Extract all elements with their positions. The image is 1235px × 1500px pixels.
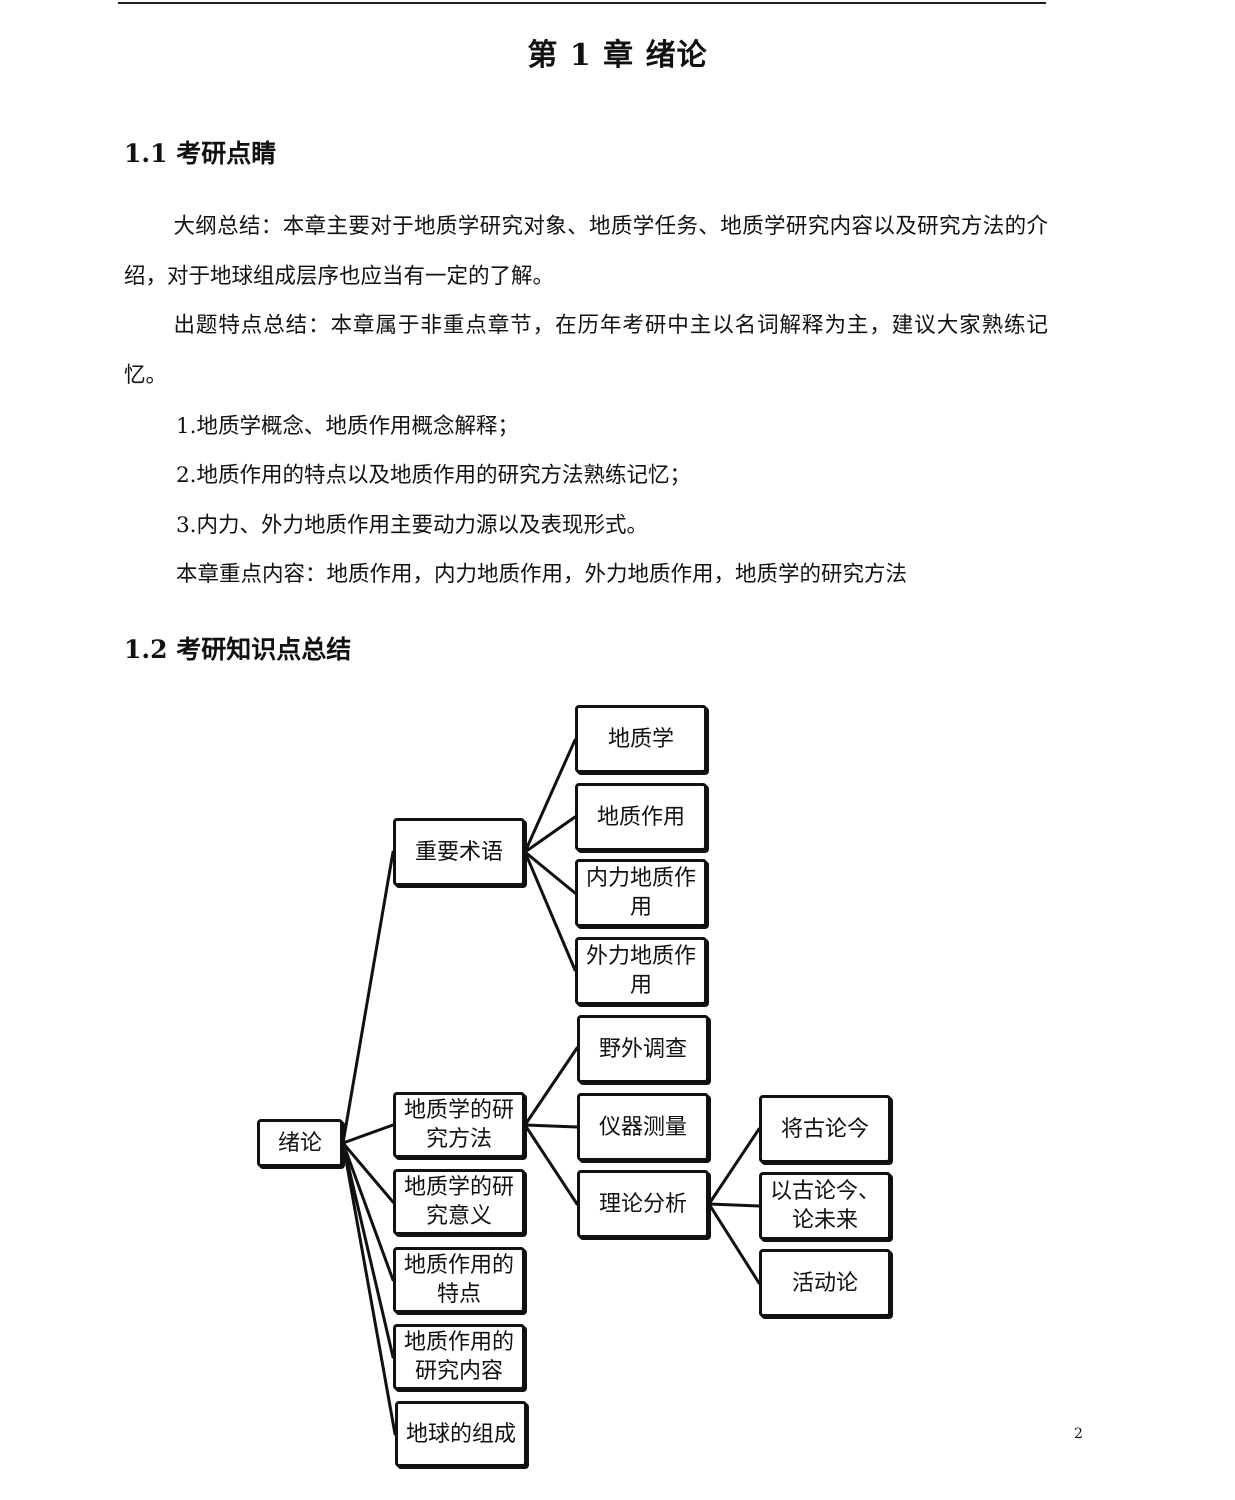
connector-methods-theory [523, 1123, 579, 1206]
node-research-significance: 地质学的研究意义 [393, 1169, 525, 1235]
connector-terms-geology [523, 738, 577, 854]
node-research-content: 地质作用的研究内容 [393, 1324, 525, 1390]
connector-root-features [341, 1141, 395, 1282]
connector-root-methods [341, 1123, 395, 1145]
connector-theory-past-future [707, 1202, 761, 1208]
node-instrument-measurement: 仪器测量 [577, 1093, 709, 1161]
node-important-terms: 重要术语 [393, 818, 525, 886]
section-title-1-1: 1.1 考研点睛 [124, 139, 277, 168]
list-item-3: 3.内力、外力地质作用主要动力源以及表现形式。 [176, 513, 649, 538]
paragraph-outline-summary: 大纲总结：本章主要对于地质学研究对象、地质学任务、地质学研究内容以及研究方法的介… [124, 214, 1048, 289]
node-root: 绪论 [257, 1119, 343, 1167]
list-item-1: 1.地质学概念、地质作用概念解释； [176, 414, 520, 439]
node-theoretical-analysis: 理论分析 [577, 1170, 709, 1238]
connector-methods-field [523, 1046, 579, 1127]
connector-root-significance [341, 1141, 395, 1204]
list-item-2: 2.地质作用的特点以及地质作用的研究方法熟练记忆； [176, 463, 692, 488]
page-number: 2 [1074, 1426, 1083, 1442]
connector-root-composition [341, 1141, 397, 1436]
paragraph-exam-features: 出题特点总结：本章属于非重点章节，在历年考研中主以名词解释为主，建议大家熟练记忆… [124, 313, 1048, 388]
connector-root-terms [341, 850, 395, 1145]
node-uniformitarianism: 将古论今 [759, 1095, 891, 1163]
connector-terms-exogenic [523, 850, 577, 972]
connector-methods-instrument [523, 1123, 579, 1129]
node-mobilism: 活动论 [759, 1249, 891, 1317]
node-earth-composition: 地球的组成 [395, 1401, 527, 1467]
connector-terms-endogenic [523, 850, 577, 895]
section-title-1-2: 1.2 考研知识点总结 [124, 635, 352, 664]
node-process-features: 地质作用的特点 [393, 1247, 525, 1313]
connector-root-content [341, 1141, 395, 1359]
node-past-and-future: 以古论今、论未来 [759, 1172, 891, 1240]
chapter-title: 第 1 章 绪论 [527, 38, 708, 73]
key-content: 本章重点内容：地质作用，内力地质作用，外力地质作用，地质学的研究方法 [176, 562, 908, 587]
node-endogenic-process: 内力地质作用 [575, 859, 707, 927]
header-rule [118, 2, 1046, 4]
node-research-methods: 地质学的研究方法 [393, 1092, 525, 1158]
node-geological-process: 地质作用 [575, 783, 707, 851]
node-exogenic-process: 外力地质作用 [575, 937, 707, 1005]
connector-theory-mobilism [707, 1202, 761, 1285]
node-geology: 地质学 [575, 705, 707, 773]
connector-terms-geological-process [523, 815, 577, 854]
node-field-survey: 野外调查 [577, 1015, 709, 1083]
connector-theory-uniformitarianism [707, 1127, 761, 1206]
